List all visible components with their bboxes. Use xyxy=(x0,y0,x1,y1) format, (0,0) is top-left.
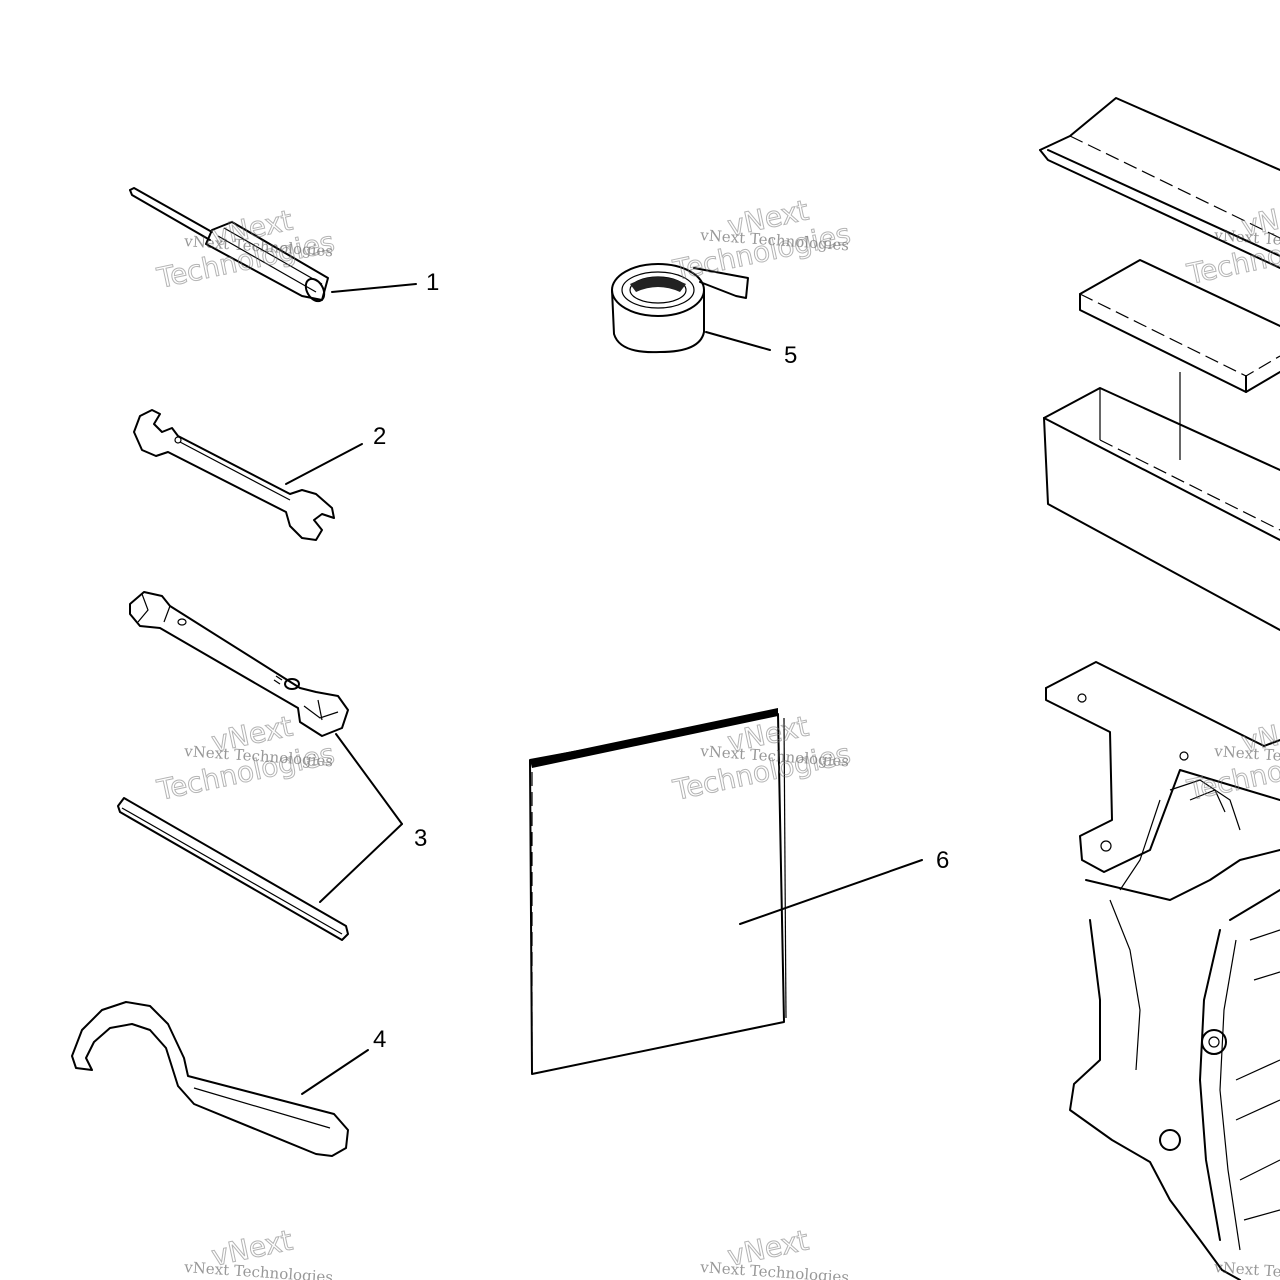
leader-line-5 xyxy=(705,331,771,351)
callout-number-1: 1 xyxy=(426,269,439,296)
leader-line-4 xyxy=(301,1049,369,1095)
tape-roll-part xyxy=(611,263,749,354)
leader-line-3b xyxy=(319,823,403,903)
owners-manual-part xyxy=(529,708,787,1075)
leader-line-2 xyxy=(285,443,363,485)
watermark-bottom-left: vNext vNext Technologies xyxy=(183,1223,334,1280)
watermark-middle-left: vNext vNext Technologies Technologies xyxy=(153,709,338,807)
watermark-middle-center: vNext vNext Technologies Technologies xyxy=(669,709,854,807)
housing-frame xyxy=(1069,849,1280,1280)
callout-number-6: 6 xyxy=(936,847,949,874)
callout-number-2: 2 xyxy=(373,423,386,450)
watermark-bottom-center: vNext vNext Technologies xyxy=(699,1223,850,1280)
watermark-top-right: vNext vNext Technologies Technologies xyxy=(1183,193,1280,291)
tool-box-lid xyxy=(1039,97,1280,269)
watermark-middle-right: vNext vNext Technologies Technologies xyxy=(1183,709,1280,807)
tool-box-tray xyxy=(1043,387,1280,631)
tommy-bar-part xyxy=(117,797,349,941)
open-end-wrench-part xyxy=(133,409,335,541)
callout-number-3: 3 xyxy=(414,825,427,852)
watermark-bottom-right: vNext Technologies xyxy=(1213,1258,1280,1280)
hook-spanner-part xyxy=(71,1001,349,1157)
watermark-top-center: vNext vNext Technologies Technologies xyxy=(669,193,854,287)
svg-text:vNext Technologies: vNext Technologies xyxy=(1213,1258,1280,1280)
leader-line-3a xyxy=(335,733,403,825)
leader-line-6 xyxy=(739,859,923,925)
callout-number-5: 5 xyxy=(784,342,797,369)
leader-line-1 xyxy=(331,283,417,293)
callout-number-4: 4 xyxy=(373,1026,386,1053)
mounting-bracket xyxy=(1045,661,1280,891)
watermark-top-left: vNext vNext Technologies Technologies xyxy=(153,203,338,295)
tool-box-insert xyxy=(1079,259,1280,393)
socket-wrench-part xyxy=(129,591,349,737)
screwdriver-part xyxy=(129,187,329,303)
